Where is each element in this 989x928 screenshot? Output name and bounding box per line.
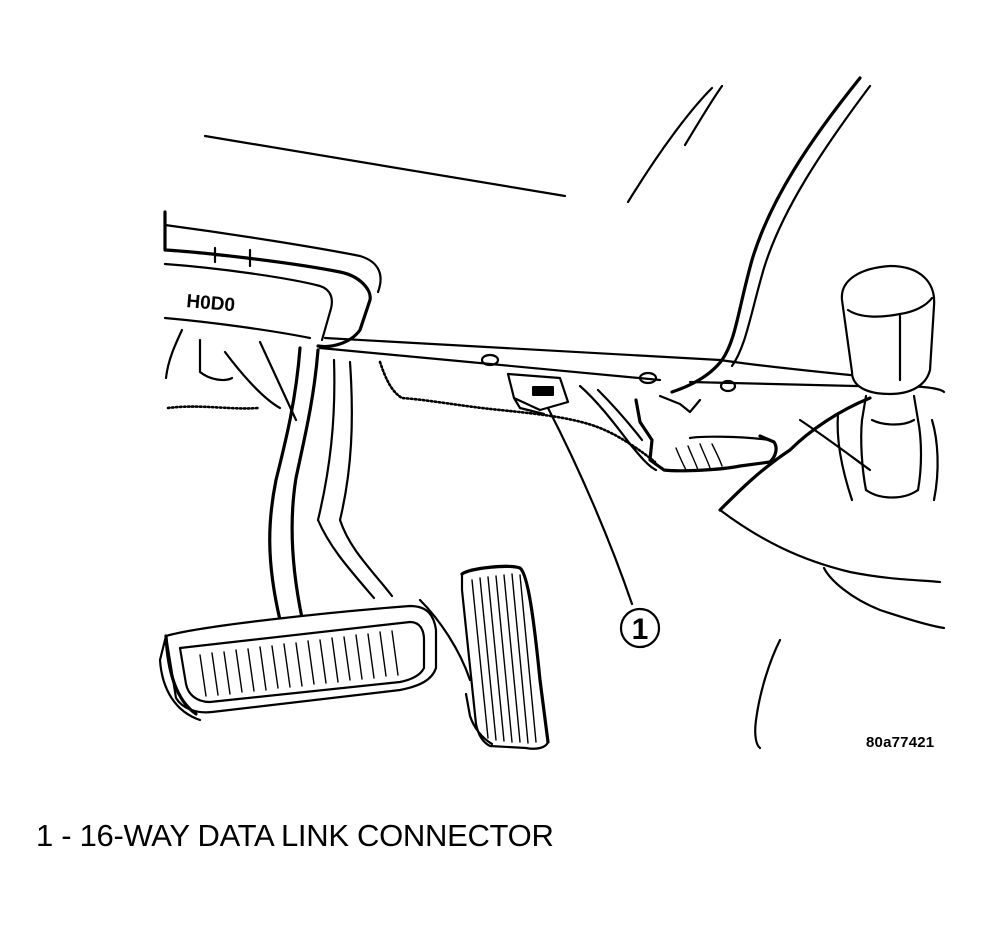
floor-carpet-edge — [166, 360, 657, 464]
instrument-panel-top — [203, 84, 724, 204]
steering-column-support — [164, 328, 298, 422]
brake-pedal-arm — [268, 346, 394, 622]
brake-pedal-pad — [158, 604, 438, 722]
callout-1: 1 — [546, 406, 661, 649]
instrument-panel-lower-edge — [318, 336, 862, 393]
gauge-label: H0D0 — [186, 291, 236, 316]
center-stack — [670, 76, 872, 394]
gear-shifter — [836, 264, 939, 502]
callout-number: 1 — [632, 613, 649, 646]
legend-caption: 1 - 16-WAY DATA LINK CONNECTOR — [36, 818, 554, 853]
heater-duct — [578, 384, 778, 473]
accelerator-pedal — [418, 564, 550, 750]
figure-code: 80a77421 — [866, 734, 935, 751]
instrument-cluster: H0D0 — [163, 210, 382, 349]
center-console — [718, 384, 946, 750]
data-link-connector — [506, 372, 570, 416]
